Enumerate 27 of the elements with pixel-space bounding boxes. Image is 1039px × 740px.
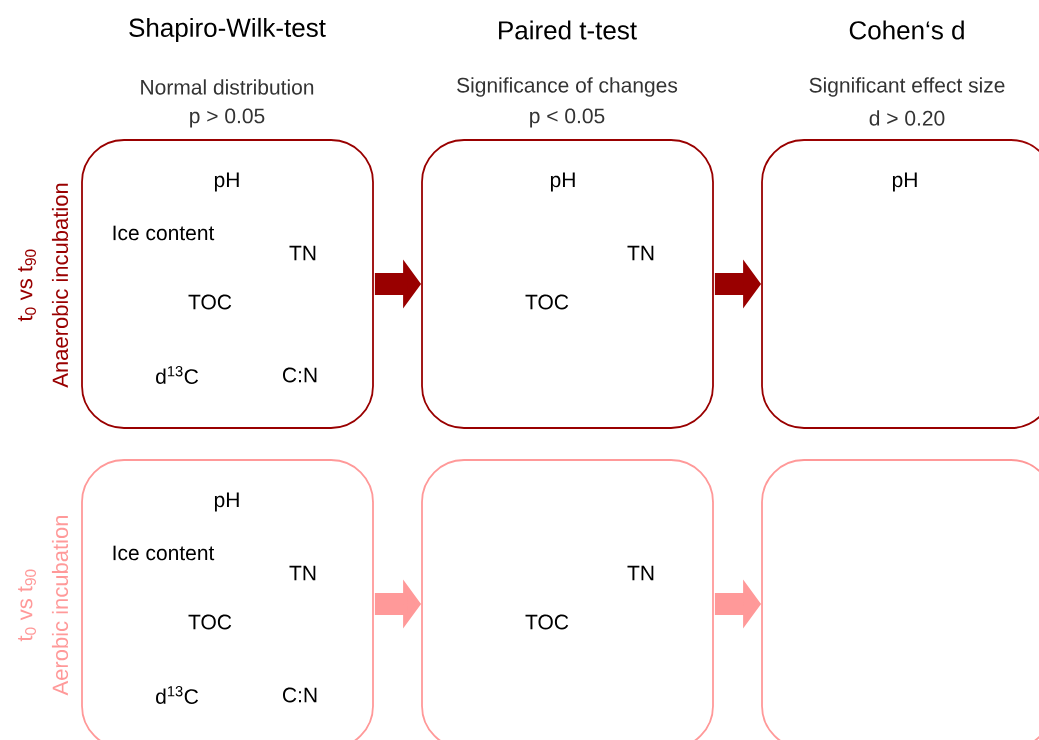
test-heading: Paired t-test [499, 20, 637, 40]
variable-label: C:N [283, 687, 317, 703]
variable-label: Ice content [113, 225, 215, 241]
variable-label: TN [289, 245, 316, 261]
variable-label: TN [627, 565, 654, 581]
variable-label: pH [214, 492, 239, 512]
variable-label: d$^{13}$C [156, 686, 199, 704]
variable-label: d$^{13}$C [156, 366, 199, 384]
variable-label: TN [627, 245, 654, 261]
criterion-text: Normal distribution [141, 79, 314, 95]
variable-label: TN [289, 565, 316, 581]
variable-label: Ice content [113, 545, 215, 561]
row-label: t$_{0}$ vs t$_{90}$ [18, 249, 36, 322]
variable-label: TOC [188, 614, 232, 630]
variable-label: TOC [188, 294, 232, 310]
variable-label: TOC [525, 294, 569, 310]
variable-label: pH [892, 172, 917, 192]
test-heading: Shapiro-Wilk-test [129, 17, 326, 43]
criterion-text: Significant effect size [809, 77, 1005, 97]
row-label: t$_{0}$ vs t$_{90}$ [18, 569, 36, 642]
variable-label: pH [214, 172, 239, 192]
test-heading: Cohen‘s d [849, 20, 964, 40]
variable-label: pH [550, 172, 575, 192]
variable-label: TOC [525, 614, 569, 630]
variable-label: C:N [283, 367, 317, 383]
criterion-text: Significance of changes [457, 77, 678, 97]
result-box [761, 459, 1039, 740]
